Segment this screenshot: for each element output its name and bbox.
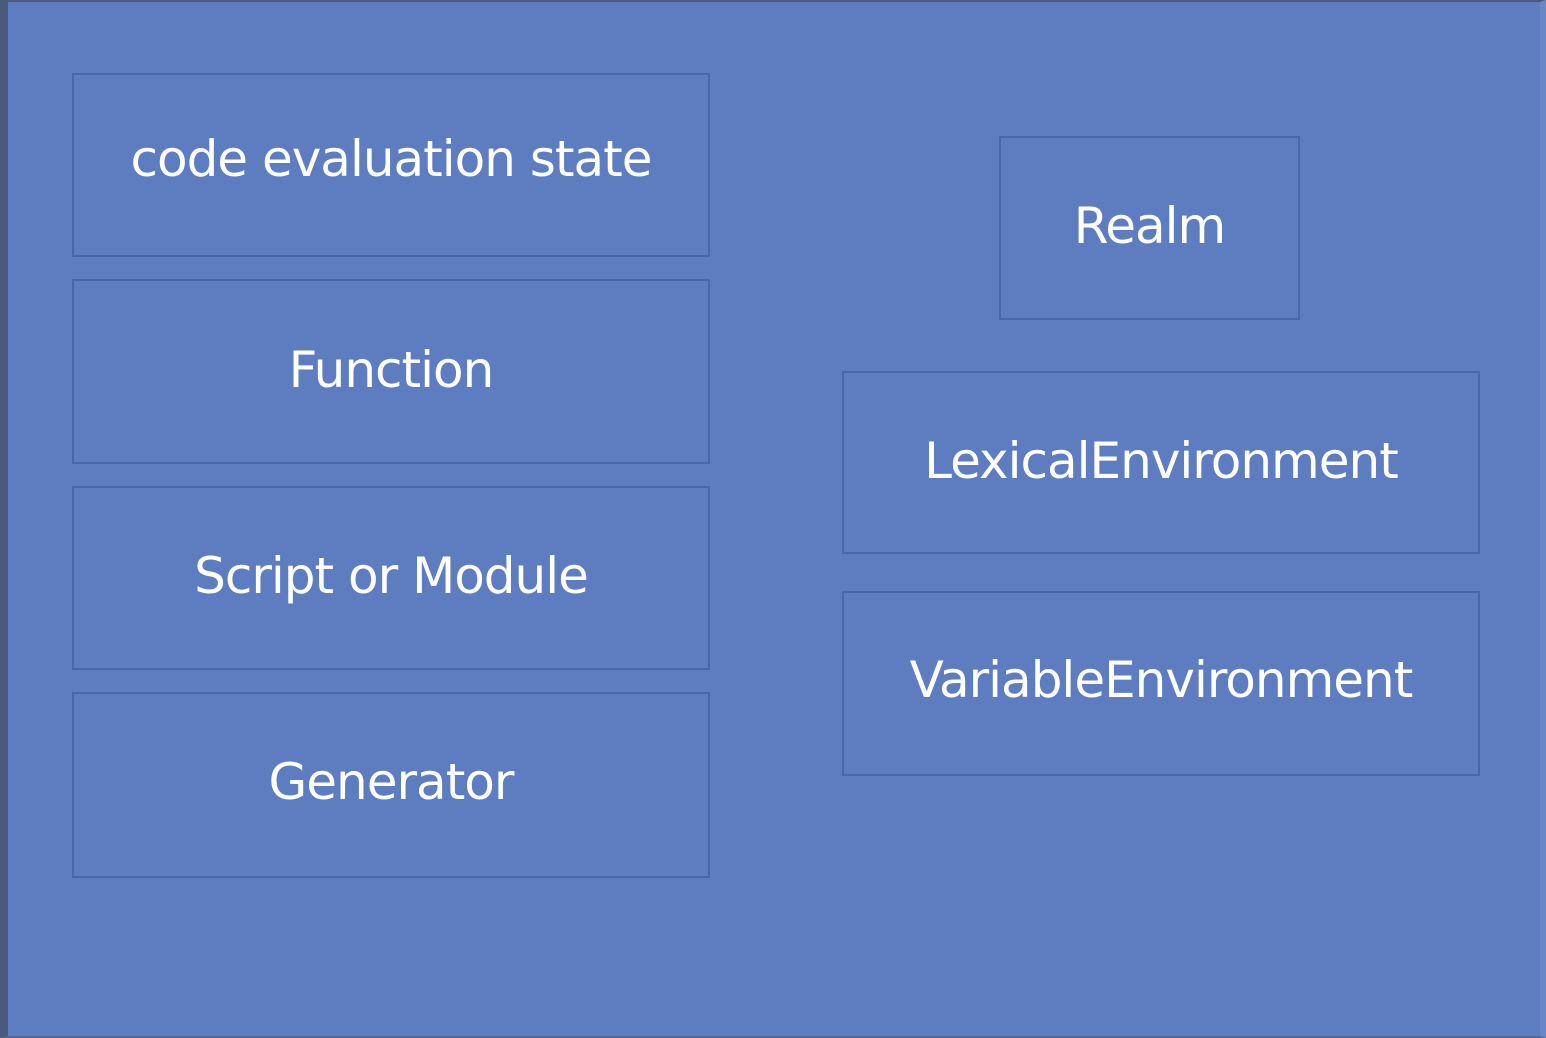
box-label: Script or Module bbox=[194, 547, 589, 605]
box-label: Realm bbox=[1073, 197, 1226, 255]
box-realm: Realm bbox=[999, 136, 1300, 320]
box-label: Function bbox=[288, 340, 495, 399]
box-script-or-module: Script or Module bbox=[72, 486, 710, 670]
box-lexical-environment: LexicalEnvironment bbox=[842, 371, 1480, 554]
box-label: LexicalEnvironment bbox=[924, 431, 1399, 490]
box-variable-environment: VariableEnvironment bbox=[842, 591, 1480, 776]
box-label: code evaluation state bbox=[130, 130, 652, 188]
box-function: Function bbox=[72, 279, 710, 464]
box-code-evaluation-state: code evaluation state bbox=[72, 73, 710, 257]
box-generator: Generator bbox=[72, 692, 710, 878]
box-label: Generator bbox=[268, 753, 515, 811]
box-label: VariableEnvironment bbox=[909, 650, 1414, 709]
